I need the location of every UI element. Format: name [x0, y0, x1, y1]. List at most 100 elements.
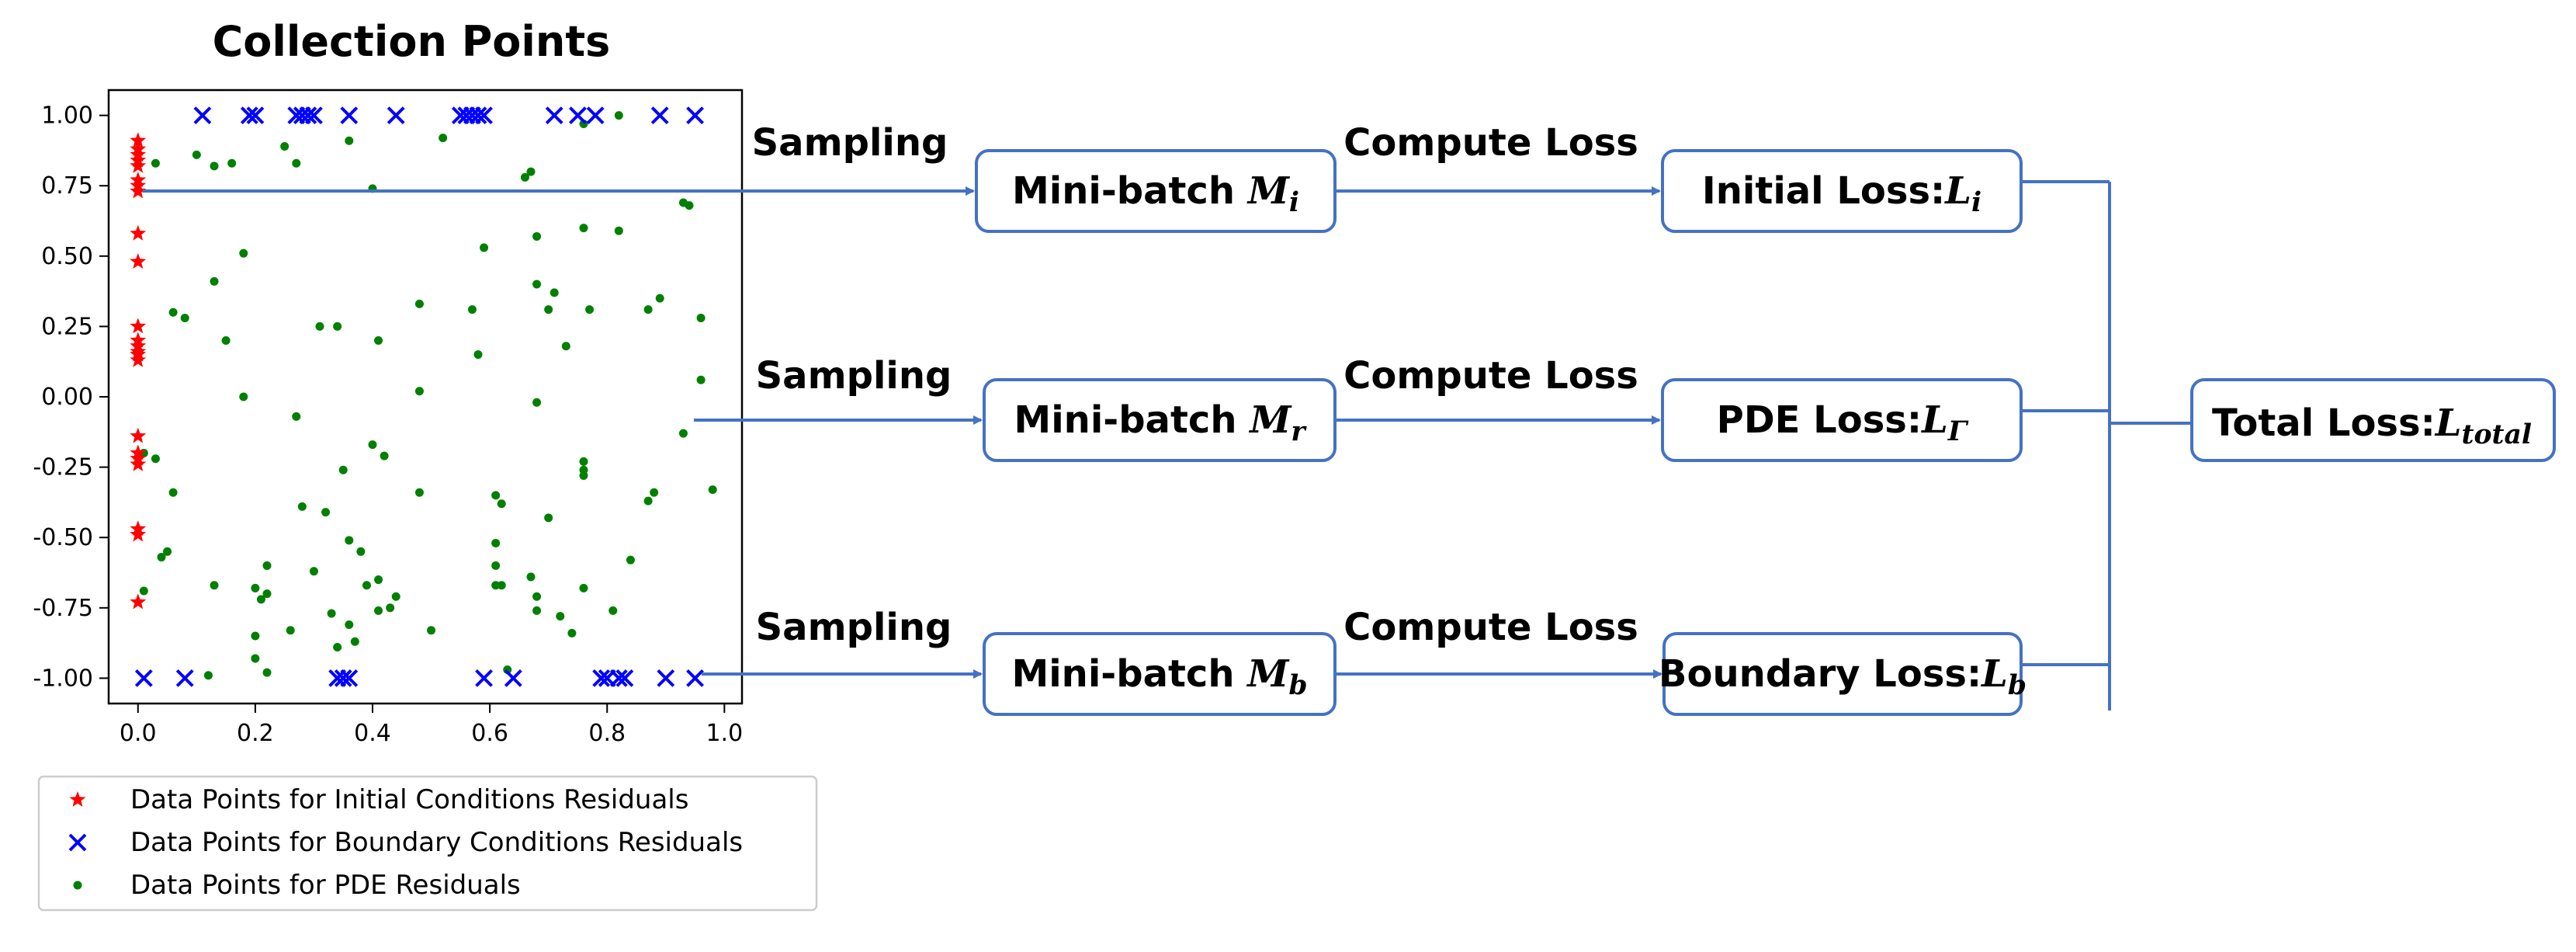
pde-residual-point	[345, 620, 354, 630]
boundary-condition-point	[609, 669, 628, 687]
pde-residual-point	[151, 454, 160, 464]
x-tick-label: 0.4	[354, 720, 391, 747]
pde-residual-point	[467, 305, 477, 314]
compute-loss-label: Compute Loss	[1343, 121, 1638, 165]
x-stroke	[609, 669, 628, 687]
pde-residual-point	[192, 150, 201, 159]
mini-batch-label-text: Mini-batch	[1014, 398, 1250, 442]
initial-condition-point	[130, 157, 147, 173]
x-stroke	[305, 106, 323, 125]
pde-residual-point	[491, 561, 501, 570]
pde-residual-point	[292, 158, 301, 168]
total-loss-label-symbol: L	[2434, 401, 2462, 445]
pde-residual-point	[203, 671, 213, 680]
total-loss-label-text: Total Loss:	[2212, 401, 2436, 445]
boundary-condition-point	[569, 106, 587, 125]
loss-label-symbol: L	[1920, 398, 1948, 442]
mini-batch-label-text: Mini-batch	[1012, 169, 1248, 213]
x-stroke	[615, 669, 634, 687]
pde-residual-point	[251, 631, 260, 641]
y-tick-label: 0.25	[41, 313, 93, 340]
x-stroke	[334, 669, 352, 687]
initial-condition-point	[130, 253, 147, 269]
pde-residual-point	[579, 471, 588, 480]
pde-residual-point	[251, 583, 260, 592]
mini-batch-label-symbol: M	[1246, 652, 1290, 696]
initial-condition-point	[130, 132, 147, 148]
pde-residual-point	[168, 307, 178, 317]
legend-x-marker	[68, 833, 87, 852]
pde-residual-point	[685, 201, 694, 210]
initial-condition-point	[130, 593, 147, 610]
pde-residual-point	[655, 294, 664, 303]
x-stroke	[686, 669, 704, 687]
loss-box	[1661, 378, 2023, 462]
boundary-condition-point	[340, 669, 359, 687]
boundary-condition-point	[340, 106, 359, 125]
pde-residual-point	[356, 547, 366, 556]
sampling-label: Sampling	[756, 354, 952, 398]
pde-residual-point	[315, 321, 324, 331]
loss-label-subscript: i	[1971, 187, 1981, 218]
sampling-label: Sampling	[756, 606, 952, 649]
x-stroke	[475, 669, 493, 687]
pde-residual-point	[544, 513, 553, 523]
pde-residual-point	[210, 276, 219, 286]
loss-label-text: PDE Loss:	[1717, 398, 1922, 442]
mini-batch-label-subscript: r	[1291, 416, 1307, 447]
legend-label: Data Points for Initial Conditions Resid…	[130, 784, 688, 815]
x-stroke	[657, 669, 675, 687]
x-stroke	[299, 106, 317, 125]
x-stroke	[68, 833, 87, 852]
pde-residual-point	[579, 457, 588, 466]
pde-residual-point	[473, 350, 483, 360]
mini-batch-label: Mini-batch Mi	[1012, 169, 1299, 218]
pde-residual-point	[556, 612, 565, 621]
y-tick-label: 1.00	[41, 102, 93, 130]
pde-residual-point	[210, 581, 219, 590]
pde-residual-point	[650, 488, 659, 497]
pde-residual-point	[227, 158, 237, 168]
x-tick-label: 0.2	[237, 720, 274, 747]
boundary-condition-point	[686, 669, 704, 687]
x-stroke	[586, 106, 605, 125]
boundary-condition-point	[469, 106, 487, 125]
x-stroke	[340, 669, 359, 687]
pde-residual-point	[297, 502, 307, 511]
pde-residual-point	[210, 162, 219, 171]
pde-residual-point	[374, 336, 383, 346]
mini-batch-label-symbol: M	[1248, 398, 1292, 442]
boundary-condition-point	[657, 669, 675, 687]
pde-residual-point	[262, 668, 272, 677]
initial-condition-point	[130, 526, 147, 542]
pde-residual-point	[491, 581, 501, 590]
pde-residual-point	[157, 553, 166, 562]
loss-label-subscript: Γ	[1947, 416, 1969, 447]
loss-label: Boundary Loss:Lb	[1659, 652, 2026, 701]
boundary-condition-point	[134, 669, 153, 687]
pde-residual-point	[608, 606, 618, 615]
pde-residual-point	[262, 561, 272, 570]
x-stroke	[340, 106, 359, 125]
loss-box	[1661, 149, 2023, 233]
pde-residual-point	[708, 485, 717, 495]
compute-loss-label: Compute Loss	[1343, 354, 1638, 398]
pde-residual-point	[321, 508, 331, 517]
pde-residual-point	[163, 547, 172, 556]
pde-residual-point	[544, 305, 553, 314]
pde-residual-point	[374, 575, 383, 585]
mini-batch-label: Mini-batch Mb	[1011, 652, 1307, 701]
pde-residual-point	[380, 451, 389, 460]
x-stroke	[387, 106, 405, 125]
pde-residual-point	[333, 321, 342, 331]
compute-loss-label: Compute Loss	[1343, 606, 1638, 649]
mini-batch-label-subscript: i	[1289, 187, 1299, 218]
mini-batch-label-subscript: b	[1288, 670, 1307, 701]
pde-residual-point	[614, 226, 623, 235]
pde-residual-point	[497, 499, 506, 509]
total-loss-box	[2190, 378, 2556, 462]
x-stroke	[592, 669, 611, 687]
pde-residual-point	[550, 288, 559, 297]
